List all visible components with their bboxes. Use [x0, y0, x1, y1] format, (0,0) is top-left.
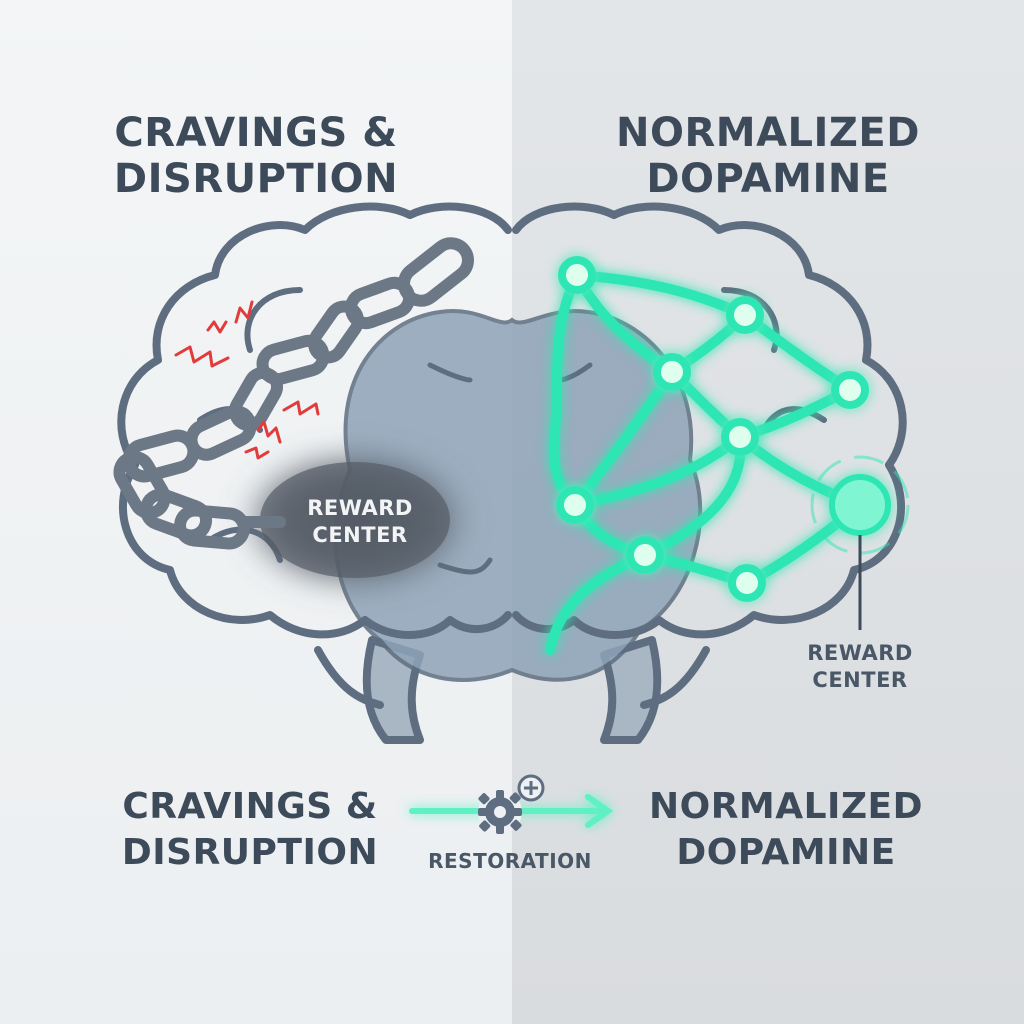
left-reward-center-label: REWARD CENTER	[270, 495, 450, 549]
right-reward-line2: CENTER	[812, 668, 908, 692]
restoration-label: RESTORATION	[428, 849, 592, 873]
footer-right-line1: NORMALIZED	[648, 786, 924, 827]
broken-chain-icon	[113, 237, 474, 550]
right-panel-title: NORMALIZED DOPAMINE	[568, 110, 968, 202]
left-panel-title: CRAVINGS & DISRUPTION	[56, 110, 456, 202]
right-reward-center-label: REWARD CENTER	[770, 640, 950, 694]
footer-left-line1: CRAVINGS &	[122, 786, 378, 827]
reward-center-node	[810, 455, 910, 630]
right-title-line2: DOPAMINE	[646, 156, 890, 202]
footer-right-caption: NORMALIZED DOPAMINE	[606, 784, 966, 876]
left-reward-line1: REWARD	[307, 496, 413, 520]
left-title-line2: DISRUPTION	[113, 156, 399, 202]
right-title-line1: NORMALIZED	[616, 110, 920, 156]
network-node	[556, 256, 869, 602]
right-hemisphere-outline	[512, 202, 907, 639]
left-title-line1: CRAVINGS &	[114, 110, 398, 156]
right-reward-line1: REWARD	[807, 641, 913, 665]
footer-left-line2: DISRUPTION	[121, 832, 379, 873]
footer-right-line2: DOPAMINE	[676, 832, 896, 873]
gear-plus-icon	[478, 774, 545, 834]
inner-brain-region	[333, 309, 703, 682]
brain-stem	[314, 636, 710, 744]
left-reward-line2: CENTER	[312, 523, 408, 547]
lightning-spark-icon	[174, 300, 320, 460]
footer-left-caption: CRAVINGS & DISRUPTION	[70, 784, 430, 876]
